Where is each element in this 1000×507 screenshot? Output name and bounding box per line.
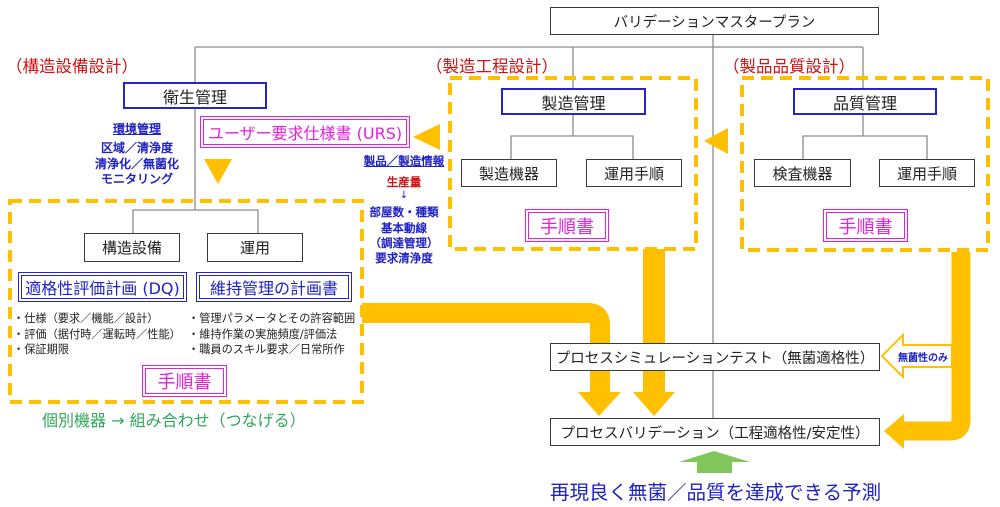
env-note-environment: 環境管理: [112, 122, 161, 136]
bullet-maintenance-frequency: ・維持作業の実施頻度/評価法: [188, 328, 338, 341]
connector-quality-children: [802, 135, 928, 159]
bullet-evaluation: ・評価（据付時／運転時／性能）: [13, 328, 181, 341]
process-validation-box: プロセスバリデーション（工程適格性/安定性）: [550, 418, 880, 446]
quality-operation-label: 運用手順: [896, 164, 957, 183]
structure-procedure-label: 手順書: [157, 372, 212, 393]
arrow-structure-to-validation-shaft: [362, 303, 610, 394]
prediction-text: 再現良く無菌／品質を達成できる予測: [550, 481, 882, 504]
quality-group-border: [740, 76, 990, 252]
structure-operation-box: 運用: [207, 233, 303, 262]
arrow-left-quality-to-process-icon: [704, 128, 728, 154]
arrow-process-to-validation-head: [633, 392, 675, 416]
process-operation-label: 運用手順: [603, 164, 664, 183]
bullet-parameters: ・管理パラメータとその許容範囲: [188, 312, 356, 325]
info-flow-volume: 生産量: [386, 175, 422, 189]
process-validation-label: プロセスバリデーション（工程適格性/安定性）: [560, 425, 870, 442]
maintenance-plan-box: 維持管理の計画書: [196, 272, 352, 302]
info-flow-flowline: 基本動線: [381, 221, 427, 235]
master-plan-box: バリデーションマスタープラン: [550, 7, 879, 35]
info-flow-arrow-icon: ↓: [399, 190, 409, 201]
process-simulation-label: プロセスシミュレーションテスト（無菌適格性）: [555, 350, 875, 367]
arrow-down-from-urs-icon: [204, 159, 232, 184]
urs-label: ユーザー要求仕様書 (URS): [207, 124, 403, 143]
info-flow-header: 製品／製造情報: [363, 154, 445, 168]
arrow-quality-to-validation-head: [884, 414, 904, 449]
urs-box: ユーザー要求仕様書 (URS): [200, 116, 410, 148]
bullet-staff-skills: ・職員のスキル要求／日常所作: [188, 343, 345, 356]
arrow-up-prediction-icon: [679, 451, 750, 473]
master-plan-label: バリデーションマスタープラン: [613, 14, 816, 31]
info-flow-procurement: （調達管理）: [369, 236, 439, 250]
arrow-quality-to-validation-shaft: [902, 252, 971, 441]
process-simulation-box: プロセスシミュレーションテスト（無菌適格性）: [550, 343, 880, 371]
structure-equipment-label: 構造設備: [101, 239, 162, 257]
quality-operation-box: 運用手順: [879, 159, 975, 187]
structure-section-title: （構造設備設計）: [6, 57, 138, 76]
process-procedure-label: 手順書: [540, 216, 594, 238]
structure-equipment-box: 構造設備: [84, 233, 180, 262]
structure-group-border: [8, 199, 364, 404]
process-equipment-label: 製造機器: [478, 164, 539, 183]
bullet-spec: ・仕様（要求／機能／設計）: [13, 312, 159, 325]
process-equipment-box: 製造機器: [461, 159, 557, 187]
hygiene-management-box: 衛生管理: [123, 82, 267, 109]
maintenance-plan-label: 維持管理の計画書: [209, 279, 338, 298]
process-operation-box: 運用手順: [586, 159, 682, 187]
arrow-left-to-urs-icon: [413, 124, 440, 150]
quality-procedure-box: 手順書: [823, 209, 908, 242]
env-note-cleaning: 清浄化／無菌化: [94, 157, 179, 171]
process-procedure-box: 手順書: [525, 209, 609, 242]
structure-procedure-box: 手順書: [142, 365, 227, 397]
quality-management-box: 品質管理: [793, 88, 937, 115]
process-group-border: [448, 76, 698, 251]
info-flow-cleanliness: 要求清浄度: [375, 251, 433, 265]
structure-caption: 個別機器 → 組み合わせ（つなげる）: [42, 411, 306, 430]
quality-procedure-label: 手順書: [838, 216, 893, 238]
inspection-equipment-box: 検査機器: [754, 159, 851, 187]
sterility-only-label: 無菌性のみ: [898, 353, 948, 364]
env-note-zone: 区域／清浄度: [100, 141, 173, 155]
quality-management-label: 品質管理: [832, 93, 897, 113]
inspection-equipment-label: 検査機器: [772, 164, 833, 183]
connector-structure-children: [132, 209, 259, 233]
quality-section-title: （製品品質設計）: [723, 57, 855, 76]
bullet-warranty: ・保証期限: [13, 343, 69, 356]
dq-plan-box: 適格性評価計画 (DQ): [18, 272, 187, 302]
env-note-monitoring: モニタリング: [100, 172, 173, 186]
process-management-label: 製造管理: [541, 93, 606, 113]
arrow-sterility-only-hollow: [880, 332, 953, 380]
hygiene-management-label: 衛生管理: [162, 87, 227, 107]
process-management-box: 製造管理: [501, 88, 646, 115]
info-flow-rooms: 部屋数・種類: [369, 205, 439, 219]
arrow-structure-to-validation-head: [578, 392, 621, 416]
connector-process-children: [510, 135, 634, 159]
structure-operation-label: 運用: [239, 239, 270, 257]
dq-plan-label: 適格性評価計画 (DQ): [25, 279, 180, 298]
process-section-title: （製造工程設計）: [426, 57, 558, 76]
